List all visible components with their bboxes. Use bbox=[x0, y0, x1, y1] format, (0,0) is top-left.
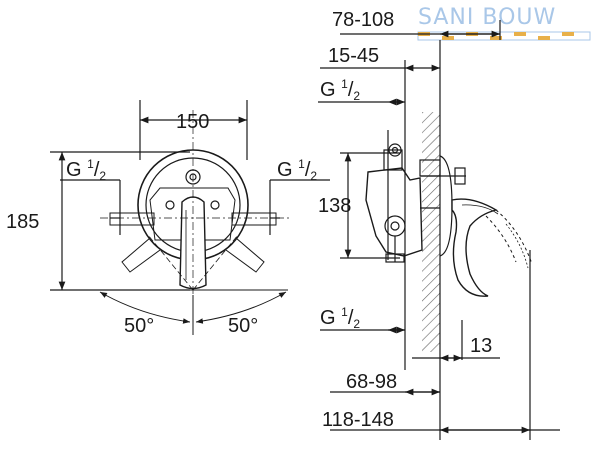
side-range-bottom: 118-148 bbox=[322, 409, 394, 431]
brand-logo: SANI BOUW bbox=[417, 5, 591, 41]
front-right-angle: 50° bbox=[228, 315, 258, 337]
side-depth-label: 13 bbox=[470, 335, 492, 357]
side-top-thread: G 1/2 bbox=[320, 77, 360, 103]
front-left-thread: G 1/2 bbox=[66, 157, 106, 183]
side-height-label: 138 bbox=[318, 195, 351, 217]
side-range-wall: 15-45 bbox=[328, 45, 379, 67]
side-bottom-thread: G 1/2 bbox=[320, 305, 360, 331]
front-right-thread: G 1/2 bbox=[277, 157, 317, 183]
front-width-label: 150 bbox=[176, 111, 209, 133]
side-view bbox=[318, 20, 560, 440]
front-view bbox=[50, 100, 330, 335]
side-range-mid: 68-98 bbox=[346, 371, 397, 393]
brand-name: SANI BOUW bbox=[418, 5, 556, 30]
side-range-top: 78-108 bbox=[332, 9, 394, 31]
front-left-angle: 50° bbox=[124, 315, 154, 337]
pipe-checker-icon bbox=[417, 31, 591, 41]
front-height-label: 185 bbox=[6, 211, 39, 233]
